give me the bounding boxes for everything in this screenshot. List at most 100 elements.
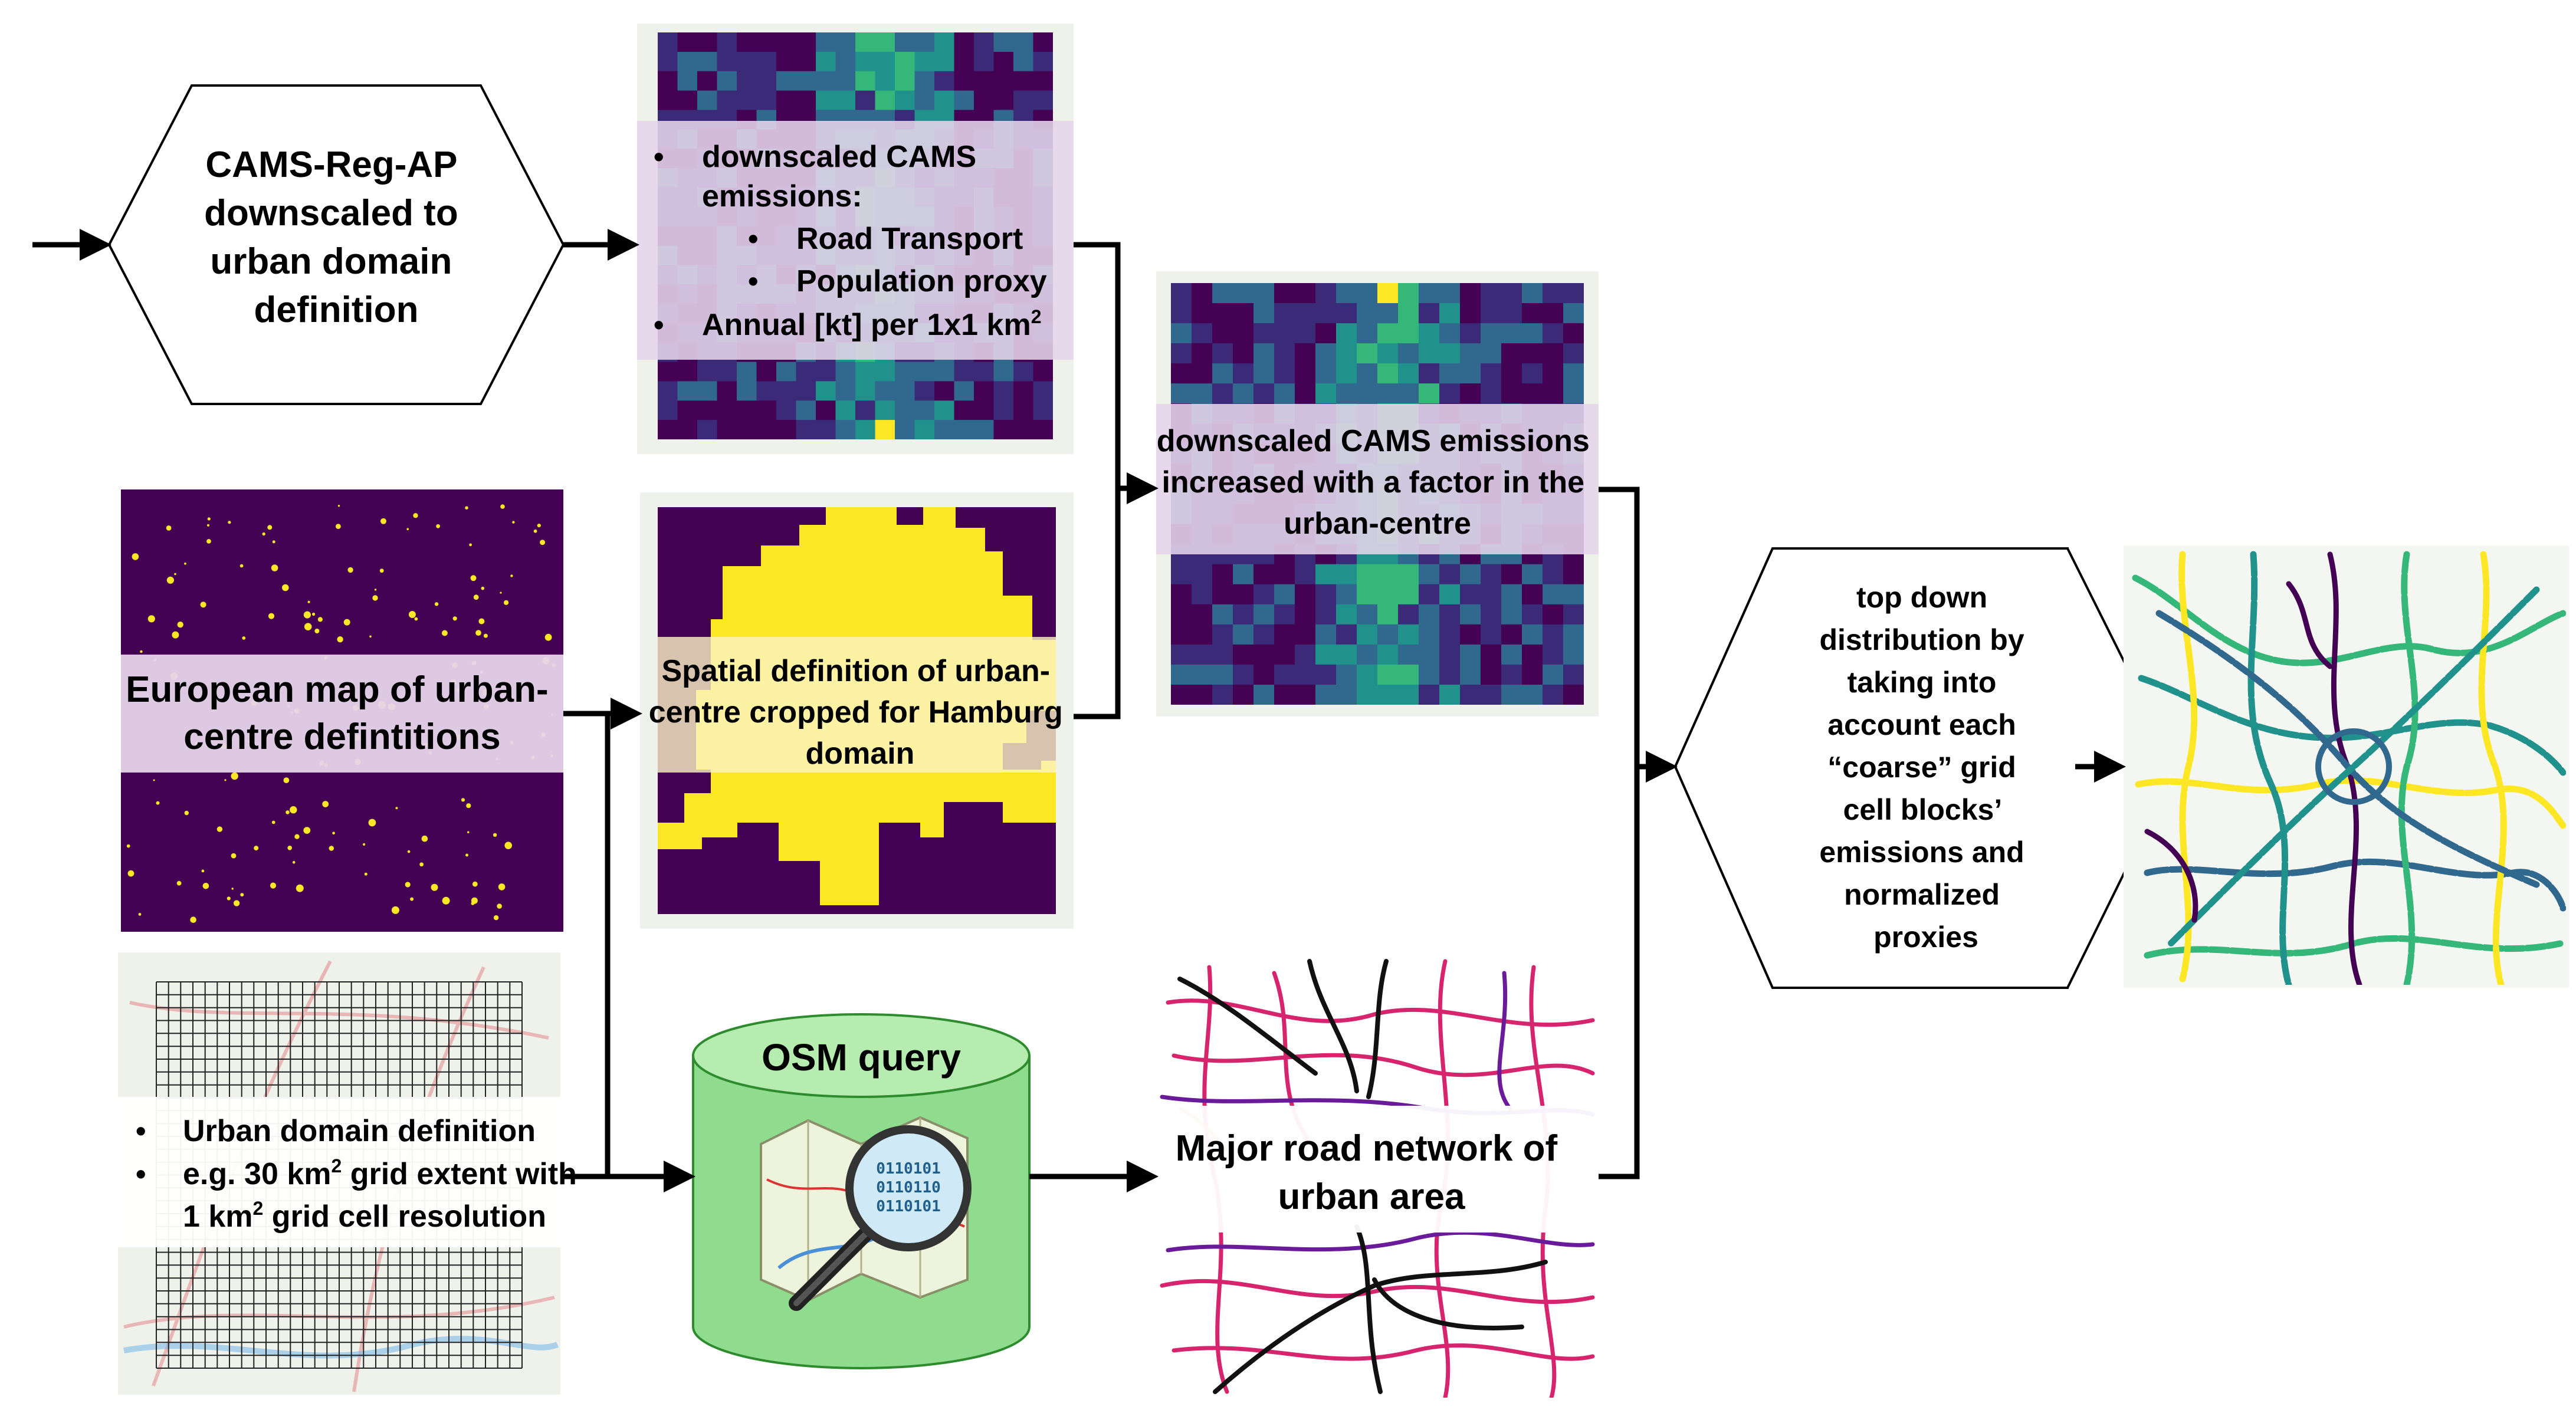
- urban-centre-dot: [431, 883, 438, 891]
- raster-cell: [855, 381, 876, 401]
- raster-cell: [1233, 383, 1254, 404]
- raster-cell: [1315, 564, 1337, 585]
- urban-centre-dot: [262, 532, 265, 536]
- urban-centre-dot: [380, 518, 386, 524]
- raster-cell: [835, 361, 856, 382]
- raster-cell: [1543, 624, 1564, 645]
- raster-cell: [954, 32, 974, 52]
- urban-centre-dot: [304, 623, 312, 630]
- urban-centre-dot: [540, 540, 546, 545]
- urban-centre-dot: [267, 525, 273, 530]
- raster-cell: [1253, 564, 1275, 585]
- urban-centre-dot: [395, 807, 398, 810]
- raster-cell: [1357, 584, 1378, 605]
- raster-cell: [934, 381, 955, 401]
- raster-cell: [855, 71, 876, 91]
- raster-cell: [1233, 664, 1254, 685]
- raster-cell: [1192, 604, 1213, 625]
- urban-centre-dot: [493, 833, 497, 837]
- cams-panel-label-band: [637, 121, 1074, 360]
- raster-cell: [1481, 564, 1502, 585]
- urban-centre-dot: [512, 521, 515, 524]
- urban-centre-dot: [268, 613, 275, 619]
- urban-map-label: European map of urban- centre defintitio…: [126, 669, 559, 757]
- raster-cell: [1357, 283, 1378, 304]
- raster-cell: [1563, 644, 1584, 665]
- raster-cell: [677, 361, 698, 382]
- raster-cell: [1377, 604, 1399, 625]
- raster-cell: [1274, 685, 1295, 705]
- raster-cell: [1336, 644, 1357, 665]
- raster-cell: [895, 361, 915, 382]
- urban-centre-dot: [312, 612, 316, 616]
- osm-query-label: OSM query: [762, 1036, 961, 1079]
- raster-cell: [1563, 564, 1584, 585]
- raster-cell: [658, 361, 678, 382]
- raster-cell: [993, 32, 1014, 52]
- raster-cell: [1398, 604, 1419, 625]
- raster-cell: [1501, 604, 1522, 625]
- raster-cell: [677, 420, 698, 439]
- raster-cell: [1336, 664, 1357, 685]
- raster-cell: [875, 381, 895, 401]
- urban-centre-dot: [405, 882, 411, 888]
- cams-sub-population: Population proxy: [796, 264, 1047, 298]
- raster-cell: [1336, 685, 1357, 705]
- raster-cell: [875, 51, 895, 72]
- raster-cell: [1460, 383, 1481, 404]
- raster-cell: [1274, 644, 1295, 665]
- raster-cell: [1315, 363, 1337, 384]
- raster-cell: [1212, 604, 1233, 625]
- raster-cell: [1253, 644, 1275, 665]
- urban-centre-dot: [363, 843, 366, 846]
- raster-cell: [1336, 624, 1357, 645]
- raster-cell: [1377, 664, 1399, 685]
- raster-cell: [1439, 584, 1461, 605]
- urban-centre-dot: [500, 504, 505, 509]
- raster-cell: [1439, 363, 1461, 384]
- raster-cell: [1295, 363, 1316, 384]
- urban-centre-dot: [233, 900, 240, 906]
- raster-cell: [1439, 323, 1461, 344]
- raster-cell: [1315, 383, 1337, 404]
- raster-cell: [954, 90, 974, 111]
- raster-cell: [1013, 361, 1034, 382]
- urban-centre-dot: [271, 820, 275, 824]
- urban-centre-dot: [242, 636, 246, 640]
- urban-centre-dot: [303, 827, 311, 834]
- svg-text:0110101: 0110101: [876, 1198, 941, 1215]
- raster-cell: [816, 32, 836, 52]
- raster-cell: [1013, 90, 1034, 111]
- raster-cell: [1357, 624, 1378, 645]
- raster-cell: [855, 400, 876, 420]
- raster-cell: [697, 420, 718, 439]
- raster-cell: [1233, 644, 1254, 665]
- raster-cell: [658, 71, 678, 91]
- raster-cell: [1233, 303, 1254, 324]
- raster-cell: [1460, 283, 1481, 304]
- raster-cell: [776, 90, 797, 111]
- urban-centre-dot: [368, 819, 376, 827]
- urban-centre-dot: [227, 896, 231, 901]
- raster-cell: [1419, 644, 1440, 665]
- urban-centre-dot: [421, 835, 428, 842]
- raster-cell: [934, 71, 955, 91]
- raster-cell: [1253, 303, 1275, 324]
- raster-cell: [835, 90, 856, 111]
- raster-cell: [875, 90, 895, 111]
- raster-cell: [1501, 283, 1522, 304]
- raster-cell: [914, 32, 935, 52]
- raster-cell: [1274, 604, 1295, 625]
- raster-cell: [934, 361, 955, 382]
- raster-cell: [855, 420, 876, 439]
- urban-centre-dot: [475, 630, 481, 636]
- urban-centre-dot: [292, 861, 296, 864]
- raster-cell: [1192, 685, 1213, 705]
- raster-cell: [1233, 343, 1254, 364]
- urban-centre-dot: [379, 568, 384, 573]
- raster-cell: [1033, 400, 1053, 420]
- bracket-increased-roads: [1599, 487, 1640, 1179]
- raster-cell: [1013, 420, 1034, 439]
- raster-cell: [1253, 383, 1275, 404]
- urban-centre-dot: [374, 589, 377, 591]
